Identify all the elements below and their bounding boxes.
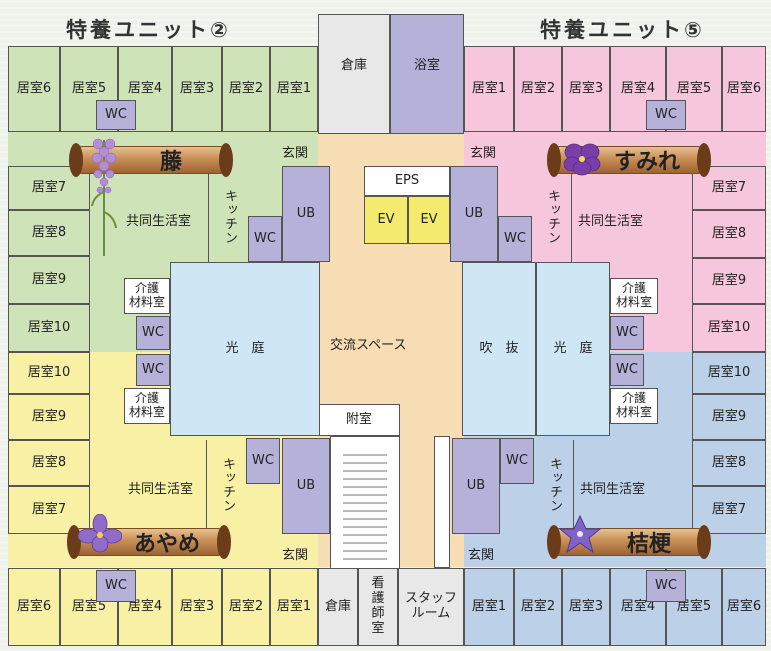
care-supply-lower-right-label: 介護 材料室 xyxy=(615,391,652,419)
violet-flower-icon xyxy=(563,143,601,176)
exchange-space-label: 交流スペース xyxy=(330,338,407,353)
wc-upper-left-small[interactable]: WC xyxy=(136,316,170,350)
kitchen-upper-right[interactable]: キッチン xyxy=(532,172,572,262)
room2-top-left[interactable]: 居室2 xyxy=(222,46,270,132)
wisteria-flower-icon xyxy=(91,138,117,256)
ub-lower-left[interactable]: UB xyxy=(282,438,330,534)
balloon-flower-icon xyxy=(558,514,602,554)
wc-bottom-left[interactable]: WC xyxy=(96,570,136,602)
wc-upper-right-small[interactable]: WC xyxy=(610,316,644,350)
room1-top-right[interactable]: 居室1 xyxy=(464,46,514,132)
common-living-lower-right: 共同生活室 xyxy=(580,482,646,497)
care-supply-upper-left-label: 介護 材料室 xyxy=(128,281,165,309)
room9-left-green[interactable]: 居室9 xyxy=(8,256,90,304)
room2-bottom-right[interactable]: 居室2 xyxy=(514,568,562,646)
wc-top-left[interactable]: WC xyxy=(96,100,136,130)
annex-room[interactable]: 附室 xyxy=(318,404,400,436)
room6-top-left[interactable]: 居室6 xyxy=(8,46,60,132)
entrance-lower-left: 玄関 xyxy=(282,548,309,563)
room1-bottom-left[interactable]: 居室1 xyxy=(270,568,318,646)
room3-top-right[interactable]: 居室3 xyxy=(562,46,610,132)
entrance-lower-right: 玄関 xyxy=(468,548,495,563)
wc-lower-right-small[interactable]: WC xyxy=(610,354,644,386)
room9-left-yellow[interactable]: 居室9 xyxy=(8,394,90,440)
kitchen-lower-right[interactable]: キッチン xyxy=(534,440,574,530)
care-supply-upper-left[interactable]: 介護 材料室 xyxy=(124,278,170,314)
room3-bottom-right[interactable]: 居室3 xyxy=(562,568,610,646)
kitchen-upper-left[interactable]: キッチン xyxy=(208,172,248,262)
stairs-icon xyxy=(343,454,387,560)
unit2-title: 特養ユニット② xyxy=(66,18,231,42)
bath-room[interactable]: 浴室 xyxy=(390,14,464,134)
wc-upper-right-inner[interactable]: WC xyxy=(498,216,532,262)
room10-left-green[interactable]: 居室10 xyxy=(8,304,90,352)
storage-top[interactable]: 倉庫 xyxy=(318,14,390,134)
room8-right-blue[interactable]: 居室8 xyxy=(692,440,766,486)
wc-top-right[interactable]: WC xyxy=(646,100,686,130)
storage-bottom[interactable]: 倉庫 xyxy=(318,568,358,646)
eps-room[interactable]: EPS xyxy=(364,166,450,196)
staff-room-label: スタッフ ルーム xyxy=(404,591,457,621)
room7-right-blue[interactable]: 居室7 xyxy=(692,486,766,534)
unit5-title: 特養ユニット⑤ xyxy=(540,18,705,42)
room4-top-right[interactable]: 居室4 xyxy=(610,46,666,132)
room8-right-pink[interactable]: 居室8 xyxy=(692,210,766,258)
stair-handrail xyxy=(434,436,450,568)
sign-sumire-label: すみれ xyxy=(613,150,680,175)
room6-top-right[interactable]: 居室6 xyxy=(722,46,766,132)
care-supply-upper-right[interactable]: 介護 材料室 xyxy=(610,278,658,314)
room2-top-right[interactable]: 居室2 xyxy=(514,46,562,132)
wc-bottom-right[interactable]: WC xyxy=(646,570,686,602)
care-supply-upper-right-label: 介護 材料室 xyxy=(615,281,652,309)
room6-bottom-left[interactable]: 居室6 xyxy=(8,568,60,646)
wc-upper-left-inner[interactable]: WC xyxy=(248,216,282,262)
ub-upper-left[interactable]: UB xyxy=(282,166,330,262)
courtyard-right: 光 庭 xyxy=(536,262,610,436)
staff-room[interactable]: スタッフ ルーム xyxy=(398,568,464,646)
room6-bottom-right[interactable]: 居室6 xyxy=(722,568,766,646)
room1-bottom-right[interactable]: 居室1 xyxy=(464,568,514,646)
elevator-1[interactable]: EV xyxy=(364,196,408,244)
common-living-lower-left: 共同生活室 xyxy=(128,482,194,497)
room8-left-green[interactable]: 居室8 xyxy=(8,210,90,256)
sign-kikyo-label: 桔梗 xyxy=(626,532,671,557)
wc-lower-right-inner[interactable]: WC xyxy=(500,438,534,484)
room1-top-left[interactable]: 居室1 xyxy=(270,46,318,132)
nurse-room-label: 看 護 師 室 xyxy=(371,576,385,636)
care-supply-lower-left-label: 介護 材料室 xyxy=(128,391,165,419)
room2-bottom-left[interactable]: 居室2 xyxy=(222,568,270,646)
atrium: 吹 抜 xyxy=(462,262,536,436)
stairs[interactable] xyxy=(330,436,400,568)
room10-right-blue[interactable]: 居室10 xyxy=(692,352,766,394)
sign-fuji-label: 藤 xyxy=(159,150,182,175)
iris-flower-icon xyxy=(78,514,122,553)
courtyard-left: 光 庭 xyxy=(170,262,320,436)
kitchen-lower-left[interactable]: キッチン xyxy=(206,440,246,530)
common-living-upper-right: 共同生活室 xyxy=(578,214,644,229)
ub-lower-right[interactable]: UB xyxy=(452,438,500,534)
room3-bottom-left[interactable]: 居室3 xyxy=(172,568,222,646)
wc-lower-left-inner[interactable]: WC xyxy=(246,438,280,484)
room10-left-yellow[interactable]: 居室10 xyxy=(8,352,90,394)
nurse-room[interactable]: 看 護 師 室 xyxy=(358,568,398,646)
room9-right-blue[interactable]: 居室9 xyxy=(692,394,766,440)
elevator-2[interactable]: EV xyxy=(408,196,450,244)
entrance-upper-left: 玄関 xyxy=(282,146,309,161)
common-living-upper-left: 共同生活室 xyxy=(126,214,192,229)
room3-top-left[interactable]: 居室3 xyxy=(172,46,222,132)
care-supply-lower-right[interactable]: 介護 材料室 xyxy=(610,388,658,424)
ub-upper-right[interactable]: UB xyxy=(450,166,498,262)
entrance-upper-right: 玄関 xyxy=(470,146,497,161)
care-supply-lower-left[interactable]: 介護 材料室 xyxy=(124,388,170,424)
room8-left-yellow[interactable]: 居室8 xyxy=(8,440,90,486)
sign-ayame-label: あやめ xyxy=(133,532,200,557)
room10-right-pink[interactable]: 居室10 xyxy=(692,304,766,352)
room9-right-pink[interactable]: 居室9 xyxy=(692,258,766,304)
wc-lower-left-small[interactable]: WC xyxy=(136,354,170,386)
